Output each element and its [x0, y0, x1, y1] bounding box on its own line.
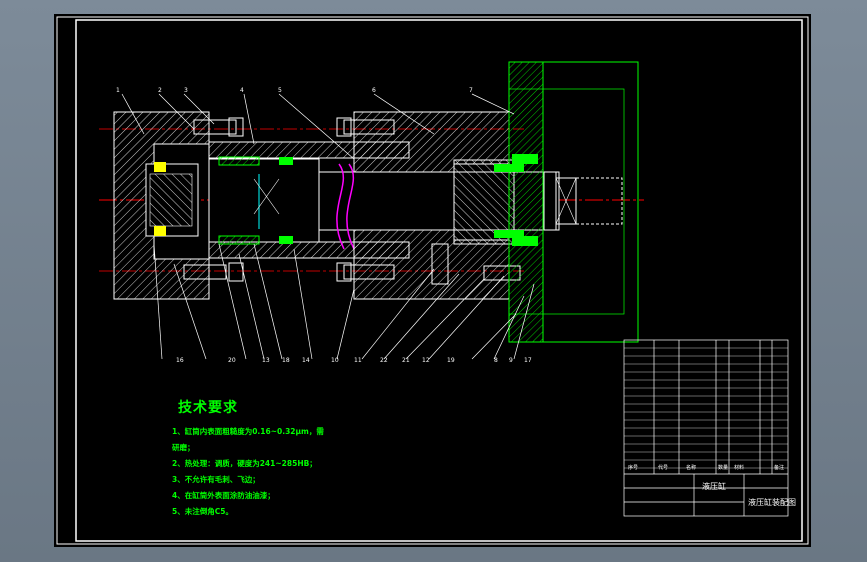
bolt-bottom-left [183, 264, 227, 280]
balloon-label: 9 [509, 357, 513, 364]
balloon-label: 14 [302, 357, 310, 364]
balloon-label: 10 [331, 357, 339, 364]
rear-seal-bottom [154, 226, 166, 236]
balloon-label: 1 [116, 87, 120, 94]
rod-end-thread [575, 177, 623, 225]
balloon-label: 20 [228, 357, 236, 364]
tech-item-5: 5、未注倒角C5。 [172, 507, 233, 516]
mounting-flange [508, 61, 544, 343]
piston-seal-bottom [218, 235, 260, 245]
tech-item-3: 3、不允许有毛刺、飞边； [172, 475, 260, 484]
outer-frame [56, 16, 809, 545]
inner-frame [75, 19, 803, 542]
title-block-drawing-name: 液压缸装配图 [748, 498, 796, 507]
balloon-label: 17 [524, 357, 532, 364]
bolt-bottom-right-head [336, 262, 352, 282]
rod-end [543, 171, 557, 231]
title-block-rows [624, 347, 788, 469]
balloon-label: 3 [184, 87, 188, 94]
tb-header-no: 序号 [628, 465, 639, 471]
tb-header-qty: 数量 [718, 465, 729, 471]
balloon-label: 18 [282, 357, 290, 364]
tb-header-material: 材料 [734, 465, 745, 471]
balloon-label: 7 [469, 87, 473, 94]
flange-outline [542, 61, 639, 343]
balloon-label: 16 [176, 357, 184, 364]
balloon-label: 8 [494, 357, 498, 364]
balloon-label: 22 [380, 357, 388, 364]
balloon-label: 13 [262, 357, 270, 364]
tech-item-1-cont: 研磨； [172, 443, 195, 452]
break-line [336, 163, 355, 250]
balloon-label: 6 [372, 87, 376, 94]
rear-cap [113, 111, 210, 300]
rear-port-thread [149, 173, 193, 227]
rear-seal-top [154, 162, 166, 172]
balloon-label: 12 [422, 357, 430, 364]
bolt-top-left [193, 119, 237, 135]
balloon-label: 2 [158, 87, 162, 94]
balloon-label: 21 [402, 357, 410, 364]
piston-seal-top [218, 156, 260, 166]
tech-item-4: 4、在缸筒外表面涂防油油漆； [172, 491, 275, 500]
tech-item-2: 2、热处理：调质，硬度为241~285HB； [172, 459, 317, 468]
tb-header-code: 代号 [658, 465, 669, 471]
balloon-label: 19 [447, 357, 455, 364]
piston-seal-top2 [279, 157, 293, 165]
bolt-top-right-head [336, 117, 352, 137]
bolt-top-left-head [228, 117, 244, 137]
balloon-label: 4 [240, 87, 244, 94]
balloon-leaders [121, 93, 535, 360]
piston-seal-bottom2 [279, 236, 293, 244]
title-block-scale-label: 液压缸 [702, 482, 726, 491]
flange-inner [508, 88, 625, 315]
tb-header-remark: 备注 [774, 465, 785, 471]
bolt-top-right [343, 119, 395, 135]
bolt-bottom-right [343, 264, 395, 280]
tech-requirements-title: 技术要求 [178, 400, 238, 416]
tech-item-1: 1、缸筒内表面粗糙度为0.16~0.32μm，需 [172, 427, 324, 436]
balloon-label: 5 [278, 87, 282, 94]
bolt-bottom-left-head [228, 262, 244, 282]
balloon-label: 11 [354, 357, 362, 364]
tb-header-name: 名称 [686, 465, 697, 471]
